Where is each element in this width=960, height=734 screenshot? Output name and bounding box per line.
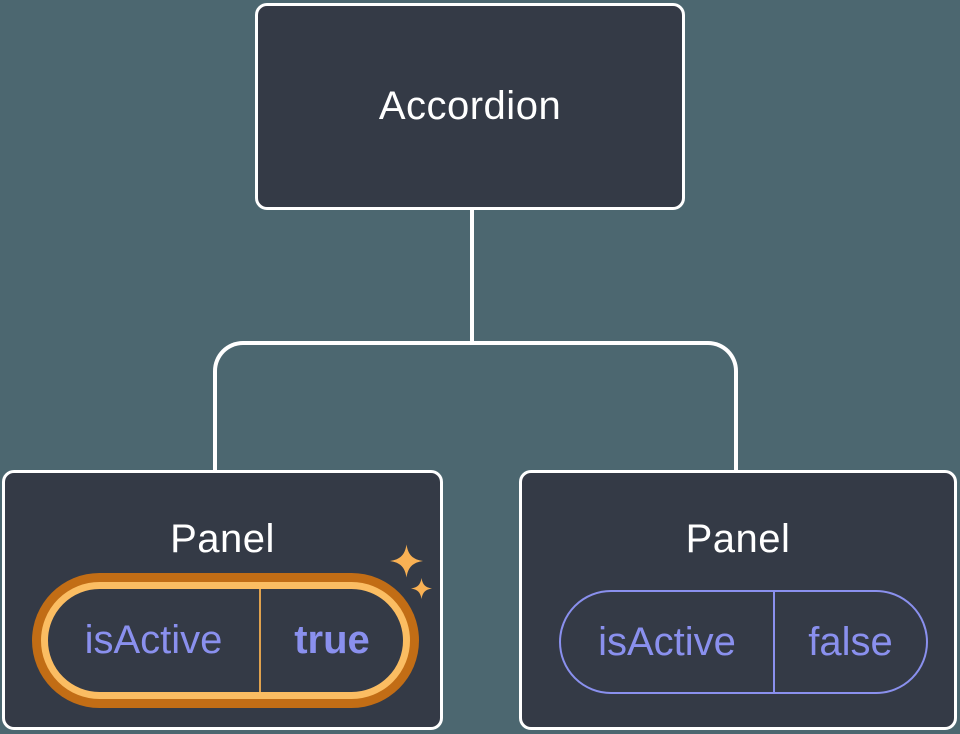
state-key: isActive xyxy=(598,619,736,664)
pill-divider xyxy=(259,589,261,692)
state-key: isActive xyxy=(84,618,223,662)
node-panel-active: Panel isActive true xyxy=(2,470,443,730)
state-pill-active: isActive true xyxy=(41,582,410,699)
node-accordion: Accordion xyxy=(255,3,685,210)
sparkle-icon xyxy=(390,544,423,578)
panel-label: Panel xyxy=(685,517,791,561)
state-pill-inactive: isActive false xyxy=(559,590,928,694)
pill-divider xyxy=(773,592,775,692)
connector-bracket xyxy=(213,341,738,471)
panel-label: Panel xyxy=(170,517,275,561)
connector-stem xyxy=(470,210,474,345)
node-panel-inactive: Panel isActive false xyxy=(519,470,957,730)
sparkle-icon xyxy=(411,578,432,599)
state-value: false xyxy=(808,619,893,664)
accordion-label: Accordion xyxy=(378,84,562,128)
state-value: true xyxy=(294,618,370,662)
